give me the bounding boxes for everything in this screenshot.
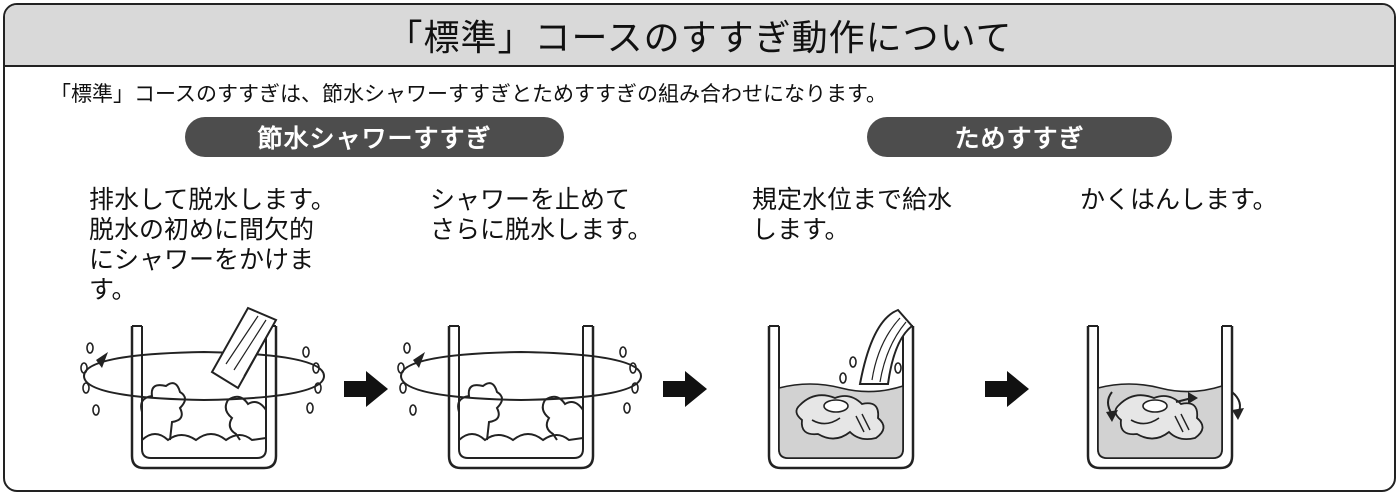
step-3-text: 規定水位まで給水 します。	[752, 185, 953, 244]
tame-rinse-label: ためすすぎ	[867, 117, 1172, 157]
step-1-text: 排水して脱水します。 脱水の初めに間欠的 にシャワーをかけま す。	[89, 185, 336, 304]
spin-drum-icon	[396, 324, 643, 470]
shower-rinse-label: 節水シャワーすすぎ	[185, 117, 564, 157]
step-4-text: かくはんします。	[1080, 185, 1278, 214]
intro-text: 「標準」コースのすすぎは、節水シャワーすすぎとためすすぎの組み合わせになります。	[50, 82, 887, 106]
step-2-text: シャワーを止めて さらに脱水します。	[430, 185, 653, 244]
agitating-drum-icon	[1086, 324, 1244, 470]
page-title: 「標準」コースのすすぎ動作について	[386, 18, 1013, 59]
arrow-right-icon	[344, 371, 388, 407]
filling-drum-icon	[767, 308, 915, 470]
title-bar: 「標準」コースのすすぎ動作について	[5, 5, 1394, 67]
rinse-info-panel: 「標準」コースのすすぎ動作について	[3, 3, 1396, 492]
arrow-right-icon	[985, 371, 1029, 407]
arrow-right-icon	[663, 371, 707, 407]
spin-drum-with-shower-icon	[79, 306, 326, 470]
